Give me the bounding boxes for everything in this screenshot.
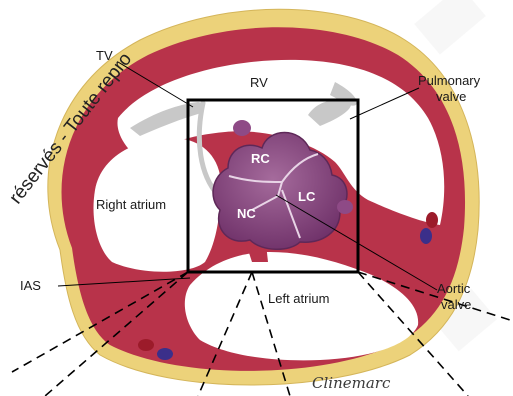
artist-signature: Clinemarc bbox=[312, 374, 391, 392]
label-aortic-valve-line1: Aortic bbox=[437, 281, 471, 296]
label-aortic-valve-line2: valve bbox=[441, 297, 471, 312]
label-pulmonary-valve-line1: Pulmonary bbox=[418, 73, 481, 88]
cusp-label-rc: RC bbox=[251, 151, 270, 166]
label-pulmonary-valve-line2: valve bbox=[436, 89, 466, 104]
label-rv: RV bbox=[250, 75, 268, 90]
label-ias: IAS bbox=[20, 278, 41, 293]
label-right-atrium: Right atrium bbox=[96, 197, 166, 212]
label-left-atrium: Left atrium bbox=[268, 291, 329, 306]
cusp-label-nc: NC bbox=[237, 206, 256, 221]
cusp-label-lc: LC bbox=[298, 189, 316, 204]
